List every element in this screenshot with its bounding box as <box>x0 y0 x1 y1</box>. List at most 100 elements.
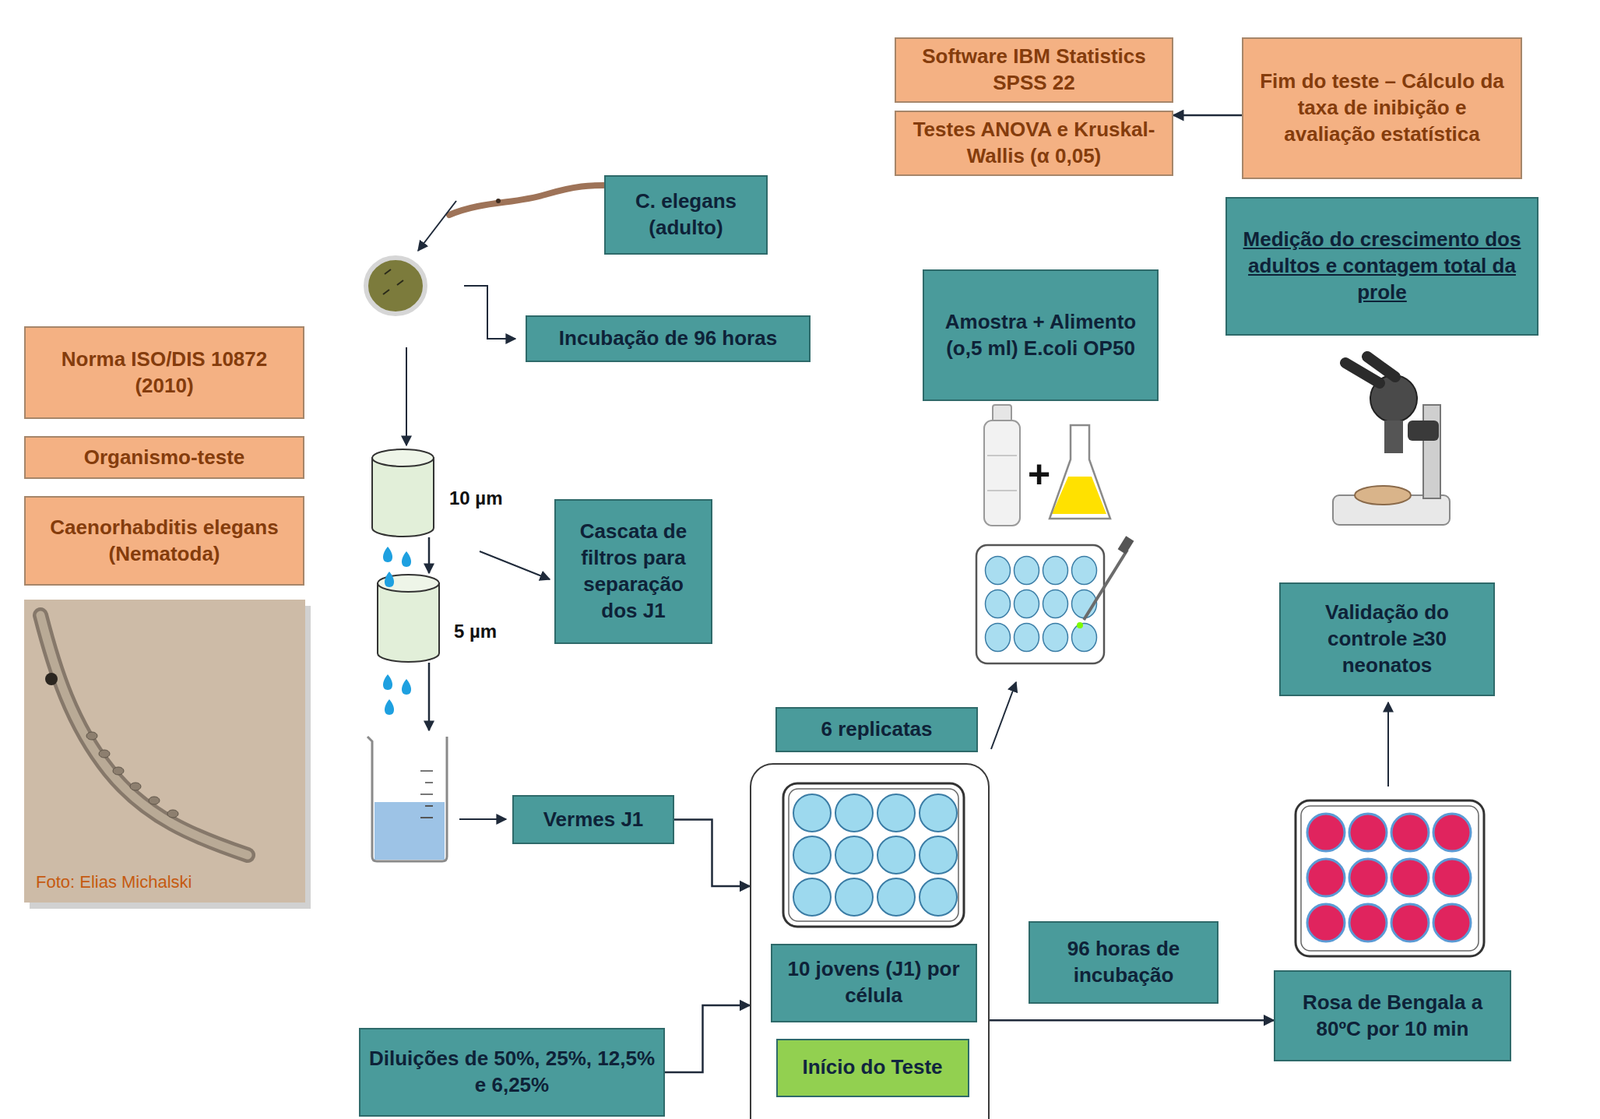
microscope-stage <box>1354 485 1411 505</box>
flask <box>1049 425 1111 519</box>
node-label: Testes ANOVA e Kruskal-Wallis (α 0,05) <box>903 116 1164 170</box>
worm-mark <box>383 289 390 295</box>
node-label: Fim do teste – Cálculo da taxa de inibiç… <box>1251 68 1513 148</box>
egg <box>98 749 110 758</box>
callout-arrow <box>479 551 550 580</box>
pipette-top <box>1118 535 1135 554</box>
well-plate <box>1295 800 1484 957</box>
egg <box>148 796 160 805</box>
juvenile-count-box: 10 jovens (J1) por célula <box>770 943 978 1023</box>
worm-mark <box>397 280 404 285</box>
node-label: C. elegans (adulto) <box>613 188 759 242</box>
node-label: Amostra + Alimento (o,5 ml) E.coli OP50 <box>931 309 1150 363</box>
incubation-box: 96 horas de incubação <box>1028 921 1219 1004</box>
node-label: Norma ISO/DIS 10872 (2010) <box>33 346 296 400</box>
nematode-body <box>40 615 248 855</box>
group-heading: 6 replicatas <box>775 706 978 753</box>
well-plate <box>976 545 1105 664</box>
egg <box>167 809 179 818</box>
species-box: Caenorhabditis elegans (Nematoda) <box>24 495 305 586</box>
node-label: Cascata de filtros para separação dos J1 <box>563 518 704 624</box>
petri-dish <box>365 257 426 314</box>
drop <box>401 551 412 567</box>
worm-spot <box>495 198 501 204</box>
pointer-arrow <box>459 818 507 820</box>
incubation-box: Incubação de 96 horas <box>525 315 811 363</box>
standard-box: Norma ISO/DIS 10872 (2010) <box>24 326 305 419</box>
node-label: 96 horas de incubação <box>1037 935 1210 989</box>
flow-connector <box>674 819 750 887</box>
microscope-objective <box>1384 420 1404 454</box>
node-label: Medição do crescimento dos adultos e con… <box>1234 226 1530 306</box>
beaker-liquid <box>374 801 445 860</box>
drop <box>384 699 394 715</box>
category-box: Organismo-teste <box>24 436 305 479</box>
beaker-tick <box>420 770 433 772</box>
dilution-box: Diluições de 50%, 25%, 12,5% e 6,25% <box>358 1027 665 1117</box>
statistics-box: Testes ANOVA e Kruskal-Wallis (α 0,05) <box>894 110 1174 176</box>
juvenile-box: Vermes J1 <box>512 794 675 844</box>
adult-worm <box>449 185 604 215</box>
measurement-box: Medição do crescimento dos adultos e con… <box>1225 196 1539 336</box>
filter-cylinder <box>377 583 440 662</box>
beaker-tick <box>420 816 433 819</box>
down-arrow <box>405 347 408 446</box>
software-box: Software IBM Statistics SPSS 22 <box>894 37 1174 103</box>
node-label: Caenorhabditis elegans (Nematoda) <box>33 514 296 568</box>
flow-connector <box>664 1005 750 1073</box>
node-label: Software IBM Statistics SPSS 22 <box>903 43 1164 97</box>
node-label: Organismo-teste <box>84 444 246 472</box>
flow-arrow <box>428 537 431 574</box>
photo-credit: Foto: Elias Michalski <box>35 872 193 893</box>
node-label: 10 jovens (J1) por célula <box>780 956 968 1010</box>
microscope-pillar <box>1423 404 1441 499</box>
beaker-tick <box>425 805 433 807</box>
validation-box: Validação do controle ≥30 neonatos <box>1279 582 1495 697</box>
filter-box: Cascata de filtros para separação dos J1 <box>554 499 713 644</box>
node-label: Início do Teste <box>801 1054 943 1081</box>
plus-sign: + <box>1027 451 1051 497</box>
flow-connector <box>989 1019 1274 1022</box>
start-box: Início do Teste <box>776 1038 970 1098</box>
pipette <box>1083 549 1128 620</box>
flow-connector <box>1173 114 1242 117</box>
flow-arrow <box>428 662 431 731</box>
up-arrow <box>1387 702 1390 787</box>
egg <box>112 766 124 775</box>
bracket-arrow <box>464 285 516 339</box>
organism-box: C. elegans (adulto) <box>604 175 768 255</box>
drop <box>401 678 412 695</box>
node-label: Vermes J1 <box>543 806 644 834</box>
beaker <box>367 736 447 862</box>
drop <box>384 571 394 588</box>
dimension-label: 5 µm <box>453 620 497 643</box>
sample-drop <box>1076 622 1084 629</box>
nematode-bulb <box>45 672 58 686</box>
staining-box: Rosa de Bengala a 80ºC por 10 min <box>1273 970 1512 1062</box>
sample-box: Amostra + Alimento (o,5 ml) E.coli OP50 <box>922 269 1159 401</box>
well-plate <box>783 783 964 927</box>
drop <box>383 674 393 690</box>
dimension-label: 10 µm <box>449 487 503 510</box>
bottle-rib <box>987 454 1017 457</box>
beaker-tick <box>420 793 433 795</box>
drop <box>383 546 393 563</box>
test-container: 6 replicatas10 jovens (J1) por célulaIní… <box>749 763 990 1119</box>
filter-cylinder <box>372 457 434 537</box>
photo-ground <box>24 599 306 903</box>
nematode-inner <box>40 615 248 855</box>
plate-rim <box>1301 805 1479 951</box>
plate-wells <box>791 791 960 918</box>
node-label: Diluições de 50%, 25%, 12,5% e 6,25% <box>368 1045 656 1099</box>
beaker-tick <box>425 781 433 784</box>
filter-top <box>372 449 434 467</box>
plate-wells <box>983 553 1099 655</box>
node-label: Incubação de 96 horas <box>559 325 778 352</box>
worm-mark <box>384 269 391 275</box>
plate-rim <box>788 788 959 922</box>
conclusion-box: Fim do teste – Cálculo da taxa de inibiç… <box>1241 37 1523 180</box>
microscope-focus <box>1407 420 1439 441</box>
pointer-arrow <box>418 200 457 251</box>
node-label: Rosa de Bengala a 80ºC por 10 min <box>1283 989 1502 1043</box>
